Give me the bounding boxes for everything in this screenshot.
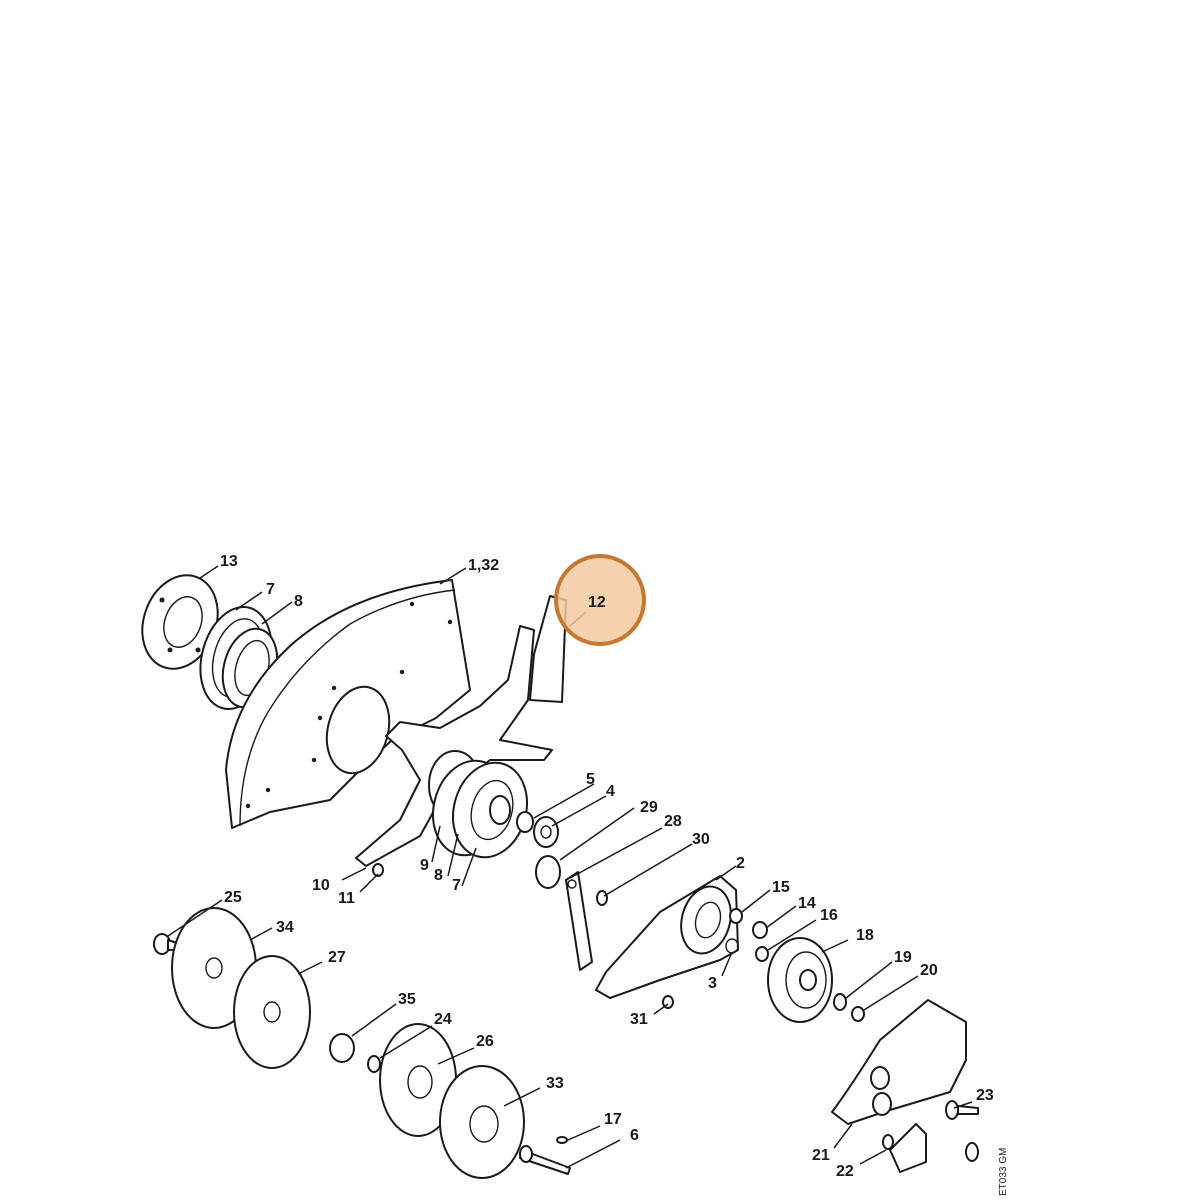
figure-code: ET033 GM	[998, 1148, 1009, 1196]
pulley-assembly	[432, 759, 528, 859]
callout-30[interactable]: 30	[692, 831, 710, 848]
part-4-bearing	[533, 816, 559, 848]
callout-21[interactable]: 21	[812, 1147, 830, 1164]
part-27-disc	[233, 955, 311, 1069]
callout-11[interactable]: 11	[338, 890, 355, 907]
part-21-guard	[831, 999, 967, 1125]
callout-9[interactable]: 9	[420, 857, 429, 874]
callout-27[interactable]: 27	[328, 949, 346, 966]
callout-33[interactable]: 33	[546, 1075, 564, 1092]
part-29-spacer	[535, 855, 561, 889]
part-2-cover	[595, 875, 739, 999]
callout-15[interactable]: 15	[772, 879, 790, 896]
part-5-washer	[516, 811, 534, 833]
highlight-circle	[554, 554, 646, 646]
callout-3[interactable]: 3	[708, 975, 717, 992]
callout-22[interactable]: 22	[836, 1163, 854, 1180]
callout-19[interactable]: 19	[894, 949, 912, 966]
part-15-nut	[729, 908, 743, 924]
part-24-nut	[367, 1055, 381, 1073]
callout-13[interactable]: 13	[220, 553, 238, 570]
callout-23[interactable]: 23	[976, 1087, 994, 1104]
callout-1-32[interactable]: 1,32	[468, 557, 499, 574]
callout-31[interactable]: 31	[630, 1011, 648, 1028]
callout-24[interactable]: 24	[434, 1011, 452, 1028]
callout-5[interactable]: 5	[586, 771, 595, 788]
callout-6[interactable]: 6	[630, 1127, 639, 1144]
callout-28[interactable]: 28	[664, 813, 682, 830]
callout-10[interactable]: 10	[312, 877, 330, 894]
callout-14[interactable]: 14	[798, 895, 816, 912]
part-35-bushing	[329, 1033, 355, 1063]
callout-26[interactable]: 26	[476, 1033, 494, 1050]
callout-2[interactable]: 2	[736, 855, 745, 872]
callout-17[interactable]: 17	[604, 1111, 622, 1128]
callout-4[interactable]: 4	[606, 783, 615, 800]
callout-12[interactable]: 12	[588, 594, 606, 611]
part-11-pin	[372, 863, 384, 877]
callout-8-top[interactable]: 8	[294, 593, 303, 610]
callout-7-bottom[interactable]: 7	[452, 877, 461, 894]
part-22-plate	[882, 1123, 927, 1173]
callout-8-bottom[interactable]: 8	[434, 867, 443, 884]
callout-35[interactable]: 35	[398, 991, 416, 1008]
part-16-washer	[755, 946, 769, 962]
callout-25[interactable]: 25	[224, 889, 242, 906]
callout-16[interactable]: 16	[820, 907, 838, 924]
callout-7-top[interactable]: 7	[266, 581, 275, 598]
part-33-disc	[439, 1065, 525, 1179]
part-28-bar	[565, 871, 593, 971]
part-17-key	[556, 1136, 568, 1144]
part-19-washer	[833, 993, 847, 1011]
part-20-nut	[851, 1006, 865, 1022]
callout-34[interactable]: 34	[276, 919, 294, 936]
callout-18[interactable]: 18	[856, 927, 874, 944]
part-23-knob	[945, 1100, 979, 1162]
part-18-pulley	[767, 937, 833, 1023]
callout-20[interactable]: 20	[920, 962, 938, 979]
callout-labels: 13 7 8 1,32 12 5 4 29 28 30 9 8 7 10 11 …	[220, 553, 994, 1180]
part-30-screw	[596, 890, 608, 906]
part-14-bolt	[752, 921, 768, 939]
callout-29[interactable]: 29	[640, 799, 658, 816]
part-6-shaft	[519, 1145, 571, 1175]
leader-lines	[167, 565, 973, 1169]
